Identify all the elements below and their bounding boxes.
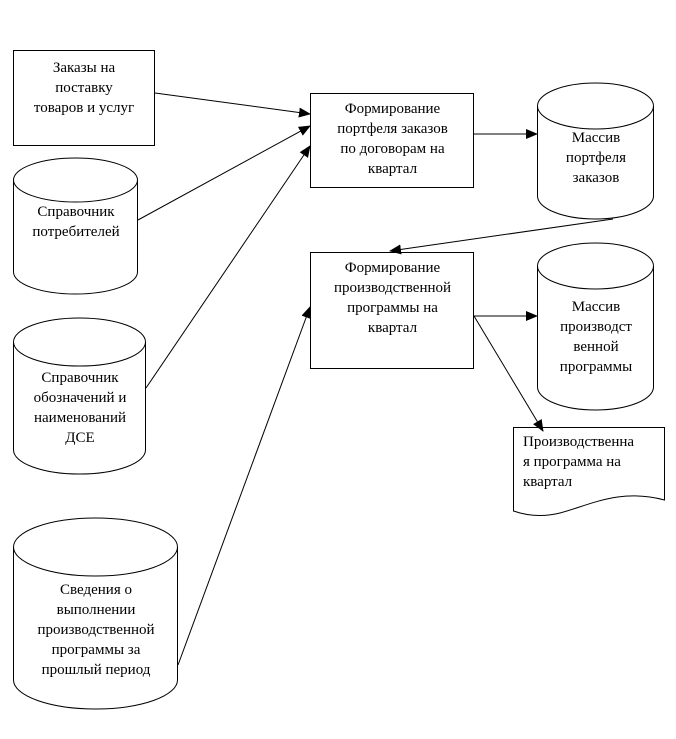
edge-consumers-to-portfolio: [137, 125, 311, 221]
edge-orders-to-portfolio: [154, 92, 311, 118]
consumers-label: Справочник потребителей: [32, 204, 120, 240]
form-portfolio-box: [310, 93, 474, 188]
past-info-cylinder: [13, 517, 178, 710]
form-program-label: Формирование производственной программы …: [333, 260, 452, 336]
program-doc-shape: [513, 427, 665, 517]
designations-label: Справочник обозначений и наименований ДС…: [33, 370, 127, 446]
edge-pastinfo-to-program: [177, 306, 311, 666]
orders-label: Заказы на поставку товаров и услуг: [33, 60, 135, 116]
form-portfolio-label: Формирование портфеля заказов по договор…: [337, 101, 448, 177]
orders-box: [13, 50, 155, 146]
edge-array-to-program: [389, 218, 614, 255]
edge-program-to-doc: [473, 315, 544, 432]
program-doc-label: Производственна я программа на квартал: [523, 434, 635, 490]
consumers-cylinder: [13, 157, 138, 295]
program-array-cylinder: [537, 242, 654, 411]
program-array-label: Массив производст венной программы: [559, 299, 633, 375]
portfolio-array-cylinder: [537, 82, 654, 220]
portfolio-array-label: Массив портфеля заказов: [565, 130, 627, 186]
past-info-label: Сведения о выполнении производственной п…: [37, 582, 155, 678]
edge-designations-to-portfolio: [145, 145, 311, 389]
designations-cylinder: [13, 317, 146, 475]
